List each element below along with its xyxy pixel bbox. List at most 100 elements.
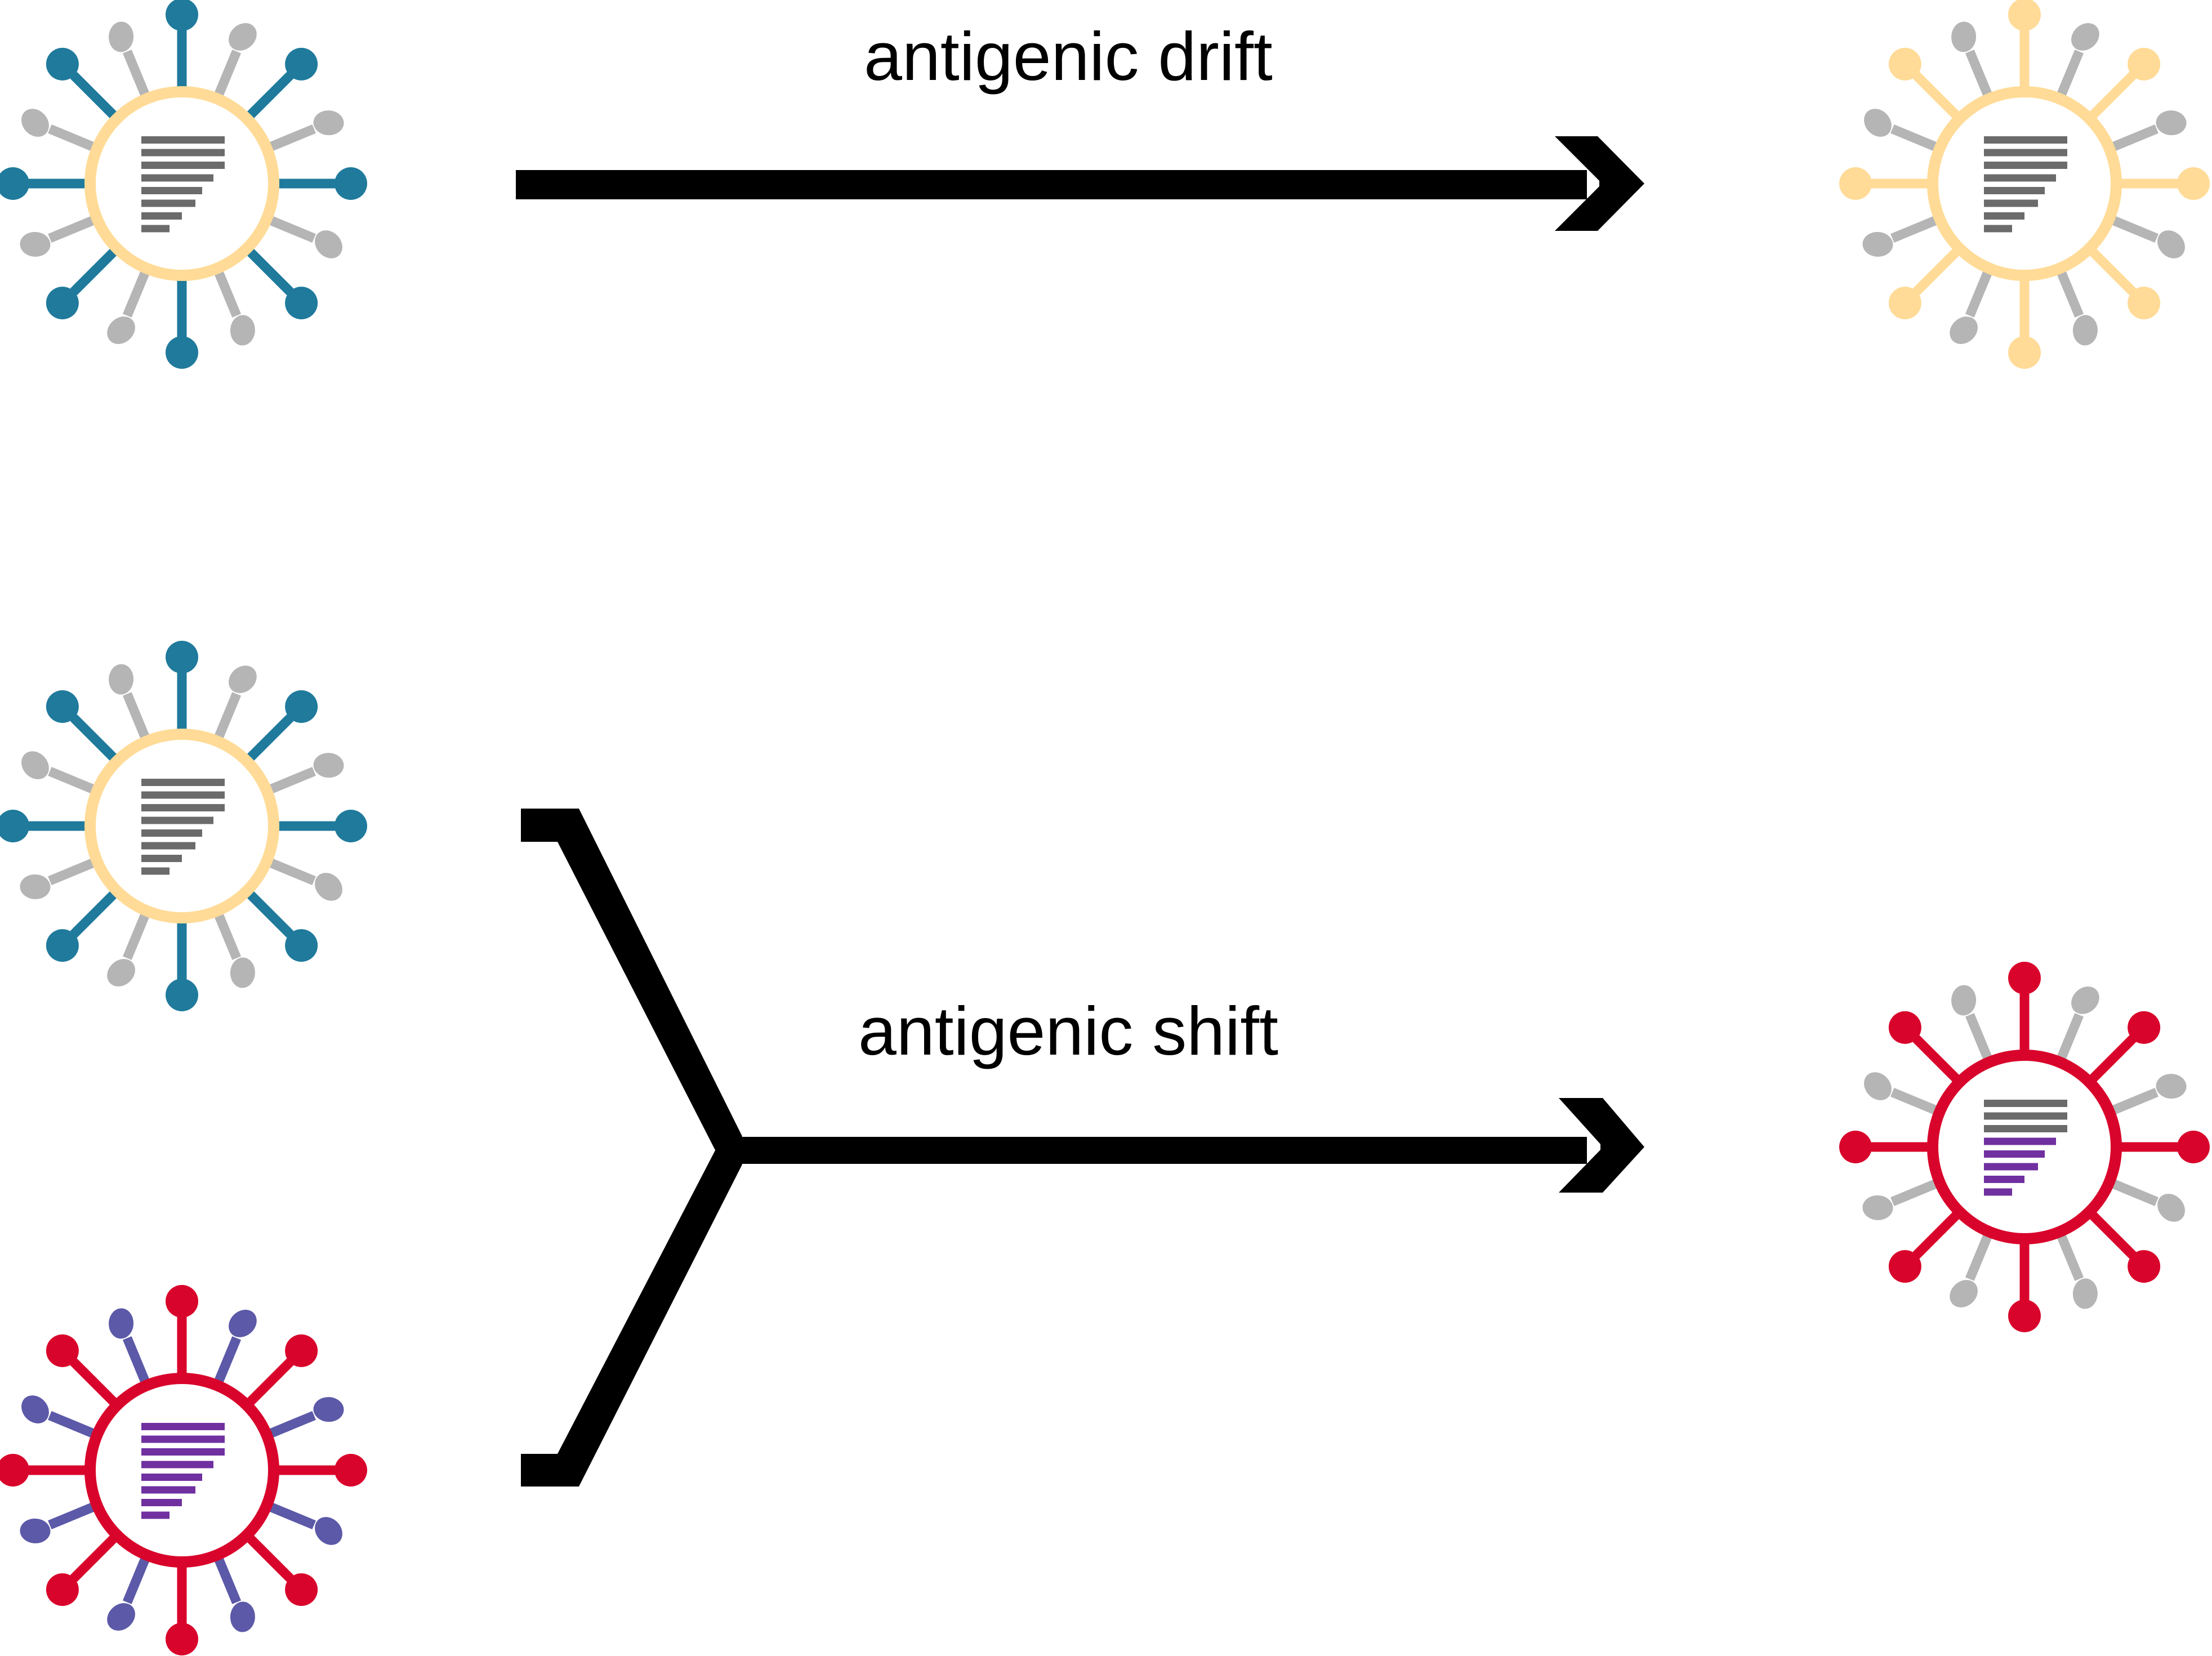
neuraminidase-spike bbox=[2104, 1087, 2159, 1118]
hemagglutinin-head bbox=[46, 929, 79, 962]
genome-segment bbox=[1984, 136, 2067, 144]
neuraminidase-head bbox=[1862, 231, 1893, 257]
neuraminidase-head bbox=[229, 666, 257, 693]
hemagglutinin-spike bbox=[2084, 72, 2137, 124]
virus-shift-result bbox=[1839, 962, 2210, 1332]
neuraminidase-spike bbox=[211, 1550, 242, 1604]
neuraminidase-head bbox=[2156, 1074, 2187, 1099]
genome-segment bbox=[141, 804, 225, 811]
hemagglutinin-head bbox=[335, 167, 367, 200]
neuraminidase-spike bbox=[2104, 213, 2159, 243]
neuraminidase-head bbox=[1862, 1195, 1893, 1220]
hemagglutinin-spike bbox=[70, 1358, 123, 1411]
shift-bracket-upper bbox=[521, 809, 742, 1164]
neuraminidase-head bbox=[229, 23, 257, 51]
genome-segment bbox=[1984, 212, 2024, 220]
genome-segment bbox=[141, 855, 182, 862]
neuraminidase-spike bbox=[122, 50, 153, 104]
neuraminidase-head bbox=[21, 751, 49, 779]
neuraminidase-head bbox=[107, 316, 135, 344]
neuraminidase-head bbox=[1950, 1280, 1978, 1307]
neuraminidase-head bbox=[1951, 21, 1977, 52]
genome-segment bbox=[141, 1511, 170, 1519]
neuraminidase-spike bbox=[122, 906, 153, 960]
genome-segment bbox=[1984, 174, 2056, 182]
neuraminidase-spike bbox=[2054, 1227, 2084, 1281]
virus-shift-parent-1 bbox=[0, 641, 367, 1011]
neuraminidase-head bbox=[20, 231, 51, 257]
genome-segment bbox=[141, 1486, 195, 1494]
genome-segment bbox=[141, 1423, 225, 1430]
hemagglutinin-spike bbox=[241, 1529, 294, 1582]
hemagglutinin-head bbox=[2128, 1011, 2161, 1044]
drift-arrow-head bbox=[1555, 136, 1644, 231]
hemagglutinin-head bbox=[335, 1454, 367, 1487]
hemagglutinin-head bbox=[1888, 287, 1921, 320]
neuraminidase-spike bbox=[262, 1410, 316, 1441]
hemagglutinin-head bbox=[166, 0, 198, 31]
genome-segment bbox=[141, 779, 225, 786]
hemagglutinin-spike bbox=[241, 714, 294, 767]
hemagglutinin-spike bbox=[70, 72, 123, 124]
neuraminidase-head bbox=[313, 1397, 344, 1422]
neuraminidase-head bbox=[107, 959, 135, 987]
hemagglutinin-head bbox=[0, 167, 29, 200]
neuraminidase-spike bbox=[122, 264, 153, 318]
neuraminidase-head bbox=[109, 1308, 134, 1339]
hemagglutinin-head bbox=[285, 1334, 318, 1367]
virus-shift-parent-2 bbox=[0, 1285, 367, 1655]
hemagglutinin-spike bbox=[241, 243, 294, 296]
hemagglutinin-head bbox=[46, 690, 79, 723]
genome-segment bbox=[1984, 1100, 2067, 1107]
neuraminidase-spike bbox=[211, 264, 242, 318]
neuraminidase-head bbox=[315, 230, 342, 258]
hemagglutinin-head bbox=[46, 47, 79, 81]
hemagglutinin-head bbox=[1839, 167, 1872, 200]
neuraminidase-head bbox=[315, 1517, 342, 1545]
genome-segment bbox=[141, 187, 202, 194]
neuraminidase-spike bbox=[211, 50, 242, 104]
neuraminidase-spike bbox=[48, 1410, 102, 1441]
hemagglutinin-head bbox=[1888, 1011, 1921, 1044]
neuraminidase-head bbox=[2071, 23, 2099, 51]
neuraminidase-spike bbox=[2054, 1013, 2084, 1067]
neuraminidase-spike bbox=[1890, 1087, 1945, 1118]
virus-drift-result bbox=[1839, 0, 2210, 369]
genome-segment bbox=[141, 162, 225, 169]
genome-segment bbox=[1984, 1137, 2056, 1145]
neuraminidase-head bbox=[315, 873, 342, 901]
neuraminidase-spike bbox=[211, 1336, 242, 1390]
genome-segment bbox=[1984, 1176, 2024, 1183]
hemagglutinin-head bbox=[2128, 1250, 2161, 1283]
hemagglutinin-spike bbox=[241, 1358, 294, 1411]
hemagglutinin-head bbox=[2008, 962, 2041, 994]
neuraminidase-spike bbox=[1965, 264, 1995, 318]
neuraminidase-spike bbox=[48, 124, 102, 154]
hemagglutinin-head bbox=[166, 336, 198, 369]
hemagglutinin-head bbox=[46, 1334, 79, 1367]
genome-segment bbox=[141, 212, 182, 220]
hemagglutinin-head bbox=[166, 1285, 198, 1318]
neuraminidase-spike bbox=[262, 766, 316, 797]
viral-envelope bbox=[84, 86, 279, 281]
neuraminidase-spike bbox=[1965, 50, 1995, 104]
genome-segment bbox=[1984, 149, 2067, 157]
hemagglutinin-head bbox=[1839, 1131, 1872, 1163]
hemagglutinin-head bbox=[166, 979, 198, 1011]
neuraminidase-spike bbox=[48, 855, 102, 886]
hemagglutinin-head bbox=[46, 287, 79, 320]
drift-arrow bbox=[516, 136, 1644, 231]
shift-bracket-lower bbox=[521, 1136, 742, 1487]
neuraminidase-spike bbox=[262, 1499, 316, 1530]
neuraminidase-head bbox=[230, 957, 255, 988]
neuraminidase-spike bbox=[1965, 1227, 1995, 1281]
genome-segment bbox=[1984, 1125, 2067, 1132]
genome-segment bbox=[141, 1499, 182, 1506]
neuraminidase-head bbox=[2156, 110, 2187, 136]
neuraminidase-head bbox=[230, 1601, 255, 1632]
hemagglutinin-spike bbox=[70, 714, 123, 767]
antigenic-shift-label: antigenic shift bbox=[858, 993, 1278, 1069]
hemagglutinin-head bbox=[166, 641, 198, 673]
viral-envelope bbox=[1927, 1050, 2122, 1244]
